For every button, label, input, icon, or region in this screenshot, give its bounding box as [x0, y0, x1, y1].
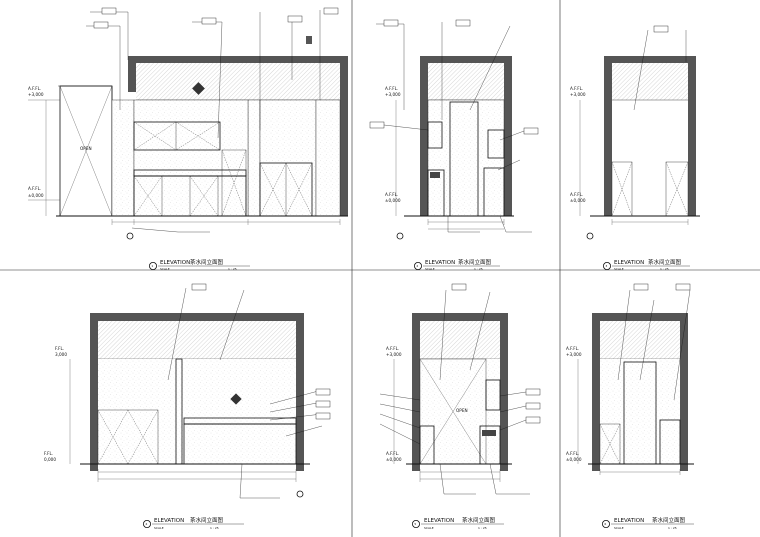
panel-6-elev-top: +3,000 — [566, 352, 582, 357]
afl-label-bottom: A.F.FL. — [28, 186, 41, 191]
elevation-panel-5: A.F.FL. +3,000 A.F.FL. ±0,000 OPEN 5 ELE… — [379, 283, 541, 530]
elevation-panel-6: A.F.FL. +3,000 A.F.FL. ±0,000 6 ELEVATIO… — [566, 283, 694, 530]
panel-1-scale-label: SCALE — [160, 267, 170, 271]
panel-6-elev-zero: ±0,000 — [566, 457, 582, 462]
panel-2-scale-label: SCALE — [425, 267, 435, 271]
panel-3-afl-top: A.F.FL. — [570, 86, 583, 91]
elevation-top: +3,000 — [28, 92, 44, 97]
panel-3-number: 3 — [605, 264, 607, 268]
panel-5-open-label: OPEN — [456, 408, 468, 413]
panel-1-title-en: ELEVATION — [160, 260, 190, 266]
panel-2-number: 2 — [416, 264, 418, 268]
panel-3-title-cn: 茶水间立面图 — [648, 258, 682, 266]
panel-3-elev-top: +3,000 — [570, 92, 586, 97]
panel-1-number: 1 — [151, 264, 153, 268]
panel-6-afl-top: A.F.FL. — [566, 346, 579, 351]
panel-1-scale-value: 1 : 25 — [228, 267, 237, 271]
panel-5-title-cn: 茶水间立面图 — [462, 516, 496, 524]
panel-6-title-en: ELEVATION — [614, 518, 644, 524]
panel-6-number: 6 — [604, 522, 606, 526]
panel-4-title-en: ELEVATION — [154, 518, 184, 524]
panel-5-elev-top: +3,000 — [386, 352, 402, 357]
elevation-zero: ±0,000 — [28, 193, 44, 198]
panel-2-title-cn: 茶水间立面图 — [458, 258, 492, 266]
panel-5-scale-label: SCALE — [424, 526, 434, 530]
panel-6-title-cn: 茶水间立面图 — [652, 516, 686, 524]
panel-2-afl-top: A.F.FL. — [385, 86, 398, 91]
panel-5-elev-zero: ±0,000 — [386, 457, 402, 462]
elevation-panel-4: F.FL. 3,000 F.FL. 0,000 4 ELEVATION 茶水间立… — [44, 283, 331, 530]
panel-2-title-en: ELEVATION — [425, 260, 455, 266]
panel-4-title-cn: 茶水间立面图 — [190, 516, 224, 524]
panel-6-scale-value: 1 : 25 — [668, 526, 677, 530]
panel-4-number: 4 — [145, 522, 147, 526]
panel-3-elev-zero: ±0,000 — [570, 198, 586, 203]
panel-4-elev-top: 3,000 — [55, 352, 67, 357]
panel-4-ffl-bottom: F.FL. — [44, 451, 53, 456]
panel-1-title-cn: 茶水间立面图 — [190, 258, 224, 266]
panel-5-afl-bottom: A.F.FL. — [386, 451, 399, 456]
panel-5-scale-value: 1 : 25 — [478, 526, 487, 530]
elevation-panel-2: A.F.FL. +3,000 A.F.FL. ±0,000 2 ELEVATIO… — [369, 19, 539, 271]
panel-5-title-en: ELEVATION — [424, 518, 454, 524]
afl-label-top: A.F.FL. — [28, 86, 41, 91]
panel-5-afl-top: A.F.FL. — [386, 346, 399, 351]
panel-2-scale-value: 1 : 25 — [474, 267, 483, 271]
panel-4-elev-zero: 0,000 — [44, 457, 56, 462]
panel-6-scale-label: SCALE — [614, 526, 624, 530]
panel-4-scale-label: SCALE — [154, 526, 164, 530]
panel-3-scale-value: 1 : 25 — [660, 267, 669, 271]
panel-4-scale-value: 1 : 25 — [210, 526, 219, 530]
elevation-panel-1: A.F.FL. +3,000 A.F.FL. ±0,000 OPEN 1 ELE… — [28, 7, 348, 271]
panel-3-scale-label: SCALE — [614, 267, 624, 271]
panel-2-elev-top: +3,000 — [385, 92, 401, 97]
panel-5-number: 5 — [414, 522, 416, 526]
panel-3-title-en: ELEVATION — [614, 260, 644, 266]
panel-3-afl-bottom: A.F.FL. — [570, 192, 583, 197]
panel-4-ffl-top: F.FL. — [55, 346, 64, 351]
panel-2-afl-bottom: A.F.FL. — [385, 192, 398, 197]
panel-6-afl-bottom: A.F.FL. — [566, 451, 579, 456]
door-open-label: OPEN — [80, 146, 92, 151]
elevation-panel-3: A.F.FL. +3,000 A.F.FL. ±0,000 3 ELEVATIO… — [570, 25, 700, 271]
panel-2-elev-zero: ±0,000 — [385, 198, 401, 203]
